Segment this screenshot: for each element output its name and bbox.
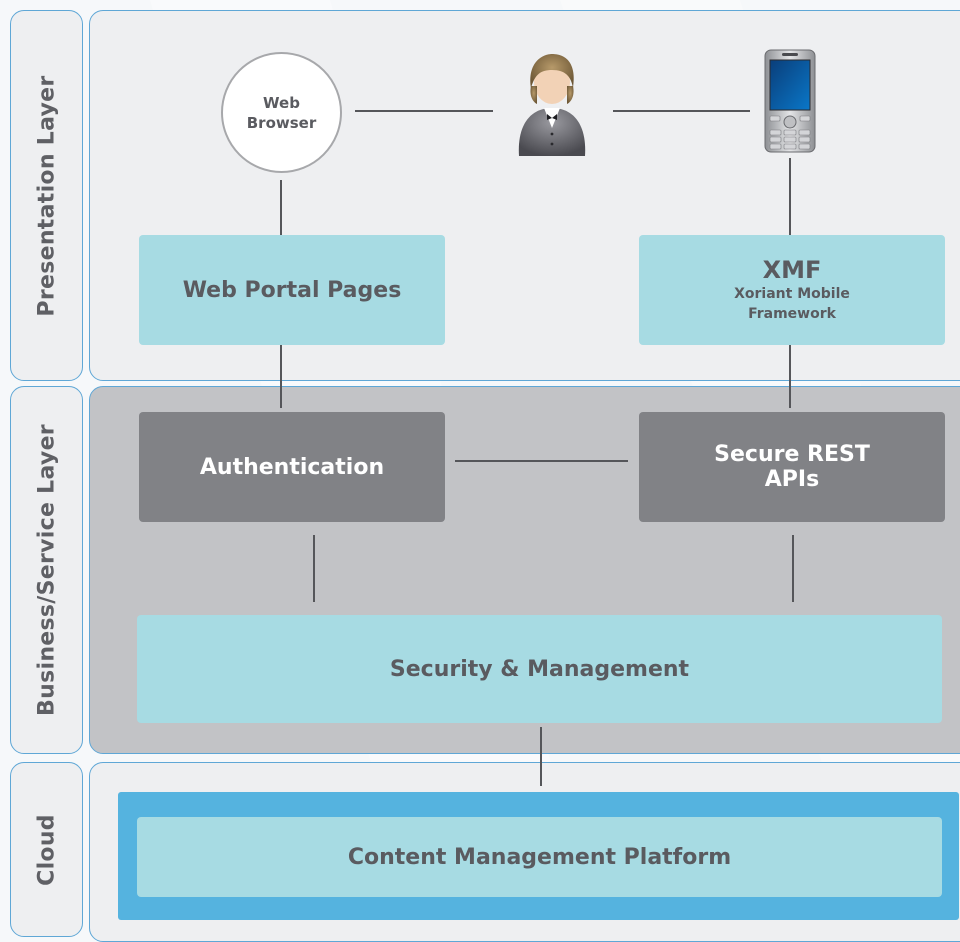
secure-rest-apis-box: Secure REST APIs xyxy=(639,412,945,522)
presentation-layer-label: Presentation Layer xyxy=(10,10,83,381)
business-layer-text: Business/Service Layer xyxy=(34,424,59,716)
xmf-subtitle-line2: Framework xyxy=(748,306,836,322)
security-management-box: Security & Management xyxy=(137,615,942,723)
web-portal-pages-label: Web Portal Pages xyxy=(182,277,402,303)
content-management-platform-box: Content Management Platform xyxy=(137,817,942,897)
mobile-phone-icon xyxy=(764,49,816,153)
business-layer-label: Business/Service Layer xyxy=(10,386,83,754)
web-browser-line2: Browser xyxy=(246,113,317,132)
connector-phone-xmf xyxy=(789,158,791,235)
cloud-layer-label: Cloud xyxy=(10,762,83,937)
security-management-label: Security & Management xyxy=(389,656,690,682)
xmf-box: XMF Xoriant Mobile Framework xyxy=(639,235,945,345)
authentication-box: Authentication xyxy=(139,412,445,522)
connector-xmf-rest xyxy=(789,345,791,408)
connector-browser-user xyxy=(355,110,493,112)
user-icon xyxy=(518,54,586,156)
connector-auth-security xyxy=(313,535,315,602)
cloud-layer-text: Cloud xyxy=(34,813,59,886)
presentation-layer-text: Presentation Layer xyxy=(34,74,59,317)
secure-rest-line2: APIs xyxy=(764,467,820,492)
xmf-subtitle-line1: Xoriant Mobile xyxy=(734,286,850,302)
xmf-title: XMF xyxy=(762,256,822,284)
secure-rest-line1: Secure REST xyxy=(714,442,870,467)
connector-security-cms xyxy=(540,727,542,786)
connector-user-phone xyxy=(613,110,750,112)
web-browser-line1: Web xyxy=(263,93,300,112)
web-portal-pages-box: Web Portal Pages xyxy=(139,235,445,345)
web-browser-node: Web Browser xyxy=(221,52,342,173)
connector-rest-security xyxy=(792,535,794,602)
connector-auth-rest xyxy=(455,460,628,462)
authentication-label: Authentication xyxy=(199,454,385,480)
connector-browser-portal xyxy=(280,180,282,235)
connector-portal-auth xyxy=(280,345,282,408)
content-management-platform-label: Content Management Platform xyxy=(347,844,732,870)
